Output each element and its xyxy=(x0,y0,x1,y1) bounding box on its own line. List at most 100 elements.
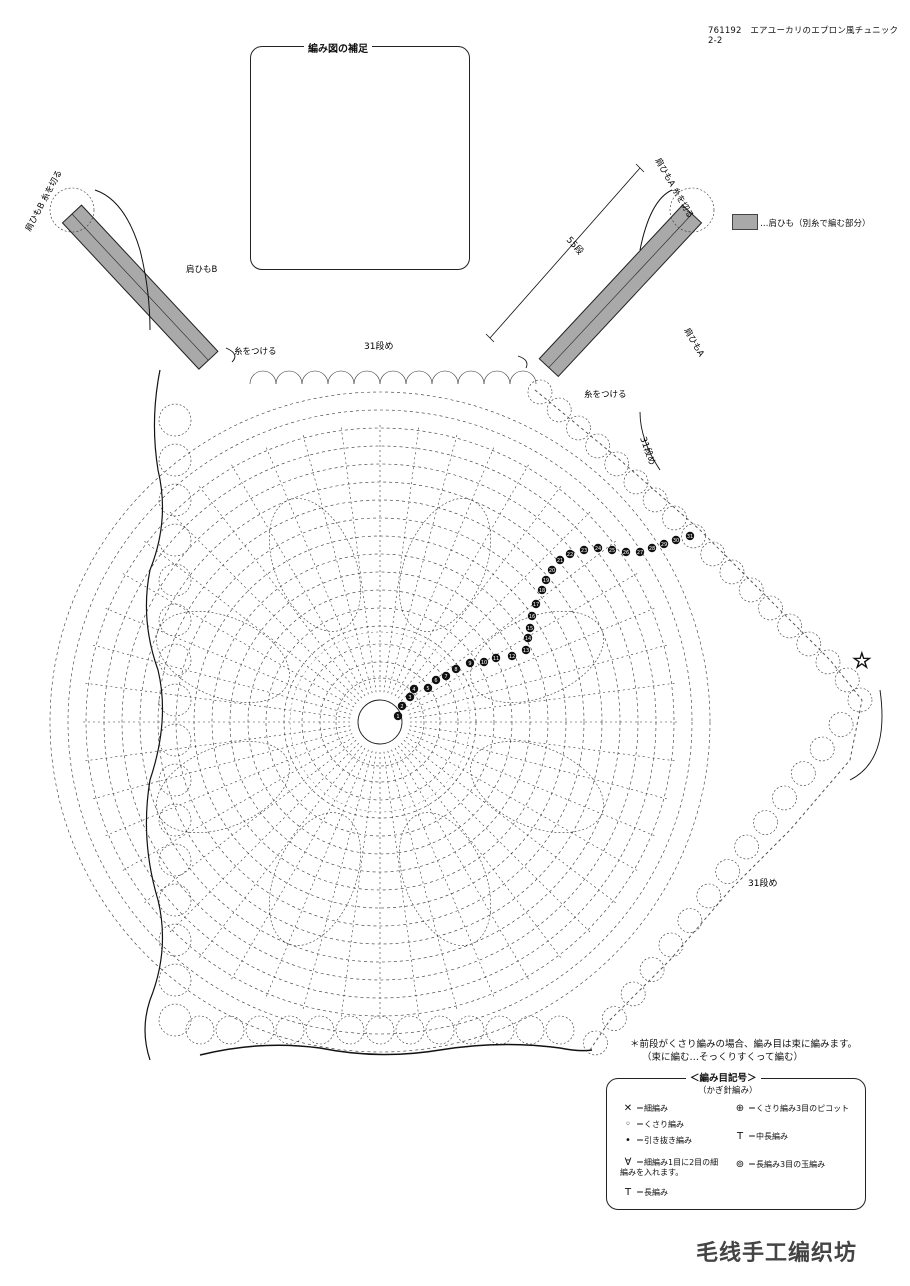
row-marker-1-label: 1 xyxy=(396,714,399,720)
star-marker: ☆ xyxy=(852,649,872,674)
symbol-label: ＝細編み1目に2目の細編みを入れます。 xyxy=(620,1158,719,1177)
strap-a-end-fan xyxy=(669,187,715,233)
row-marker-14 xyxy=(523,633,533,643)
label-attach-right: 糸をつける xyxy=(584,389,627,400)
row-marker-23-label: 23 xyxy=(581,548,587,554)
row-marker-4 xyxy=(409,684,419,694)
label-rows-strap: 55段 xyxy=(564,234,587,257)
row-marker-31 xyxy=(685,531,695,541)
watermark: 毛线手工编织坊 xyxy=(696,1241,858,1266)
label-strap-a: 肩ひもA xyxy=(681,326,706,359)
symbol-label: ＝引き抜き編み xyxy=(636,1136,692,1145)
row-marker-11-label: 11 xyxy=(493,656,499,662)
symbol-bobble: ⊚＝長編み3目の玉編み xyxy=(732,1160,825,1170)
row-marker-25 xyxy=(607,545,617,555)
row-marker-18 xyxy=(537,585,547,595)
symbol-legend-box xyxy=(606,1078,866,1210)
symbol-picot: ⊕＝くさり編み3目のピコット xyxy=(732,1104,849,1114)
dc-icon: T xyxy=(624,1187,632,1198)
symbol-label: ＝細編み xyxy=(636,1104,668,1113)
ch-icon: ◦ xyxy=(625,1119,631,1130)
stitch-note: ＊前段がくさり編みの場合、編み目は束に編みます。 （束に編む…そっくりすくって編… xyxy=(630,1038,857,1064)
rows-dimension-line xyxy=(489,167,641,339)
label-rows-right-lower: 31段め xyxy=(748,877,777,889)
row-marker-29-label: 29 xyxy=(661,542,667,548)
hdc-icon: T xyxy=(736,1131,744,1142)
row-marker-10 xyxy=(479,657,489,667)
row-marker-6-label: 6 xyxy=(434,678,437,684)
strap-legend-label: …肩ひも（別糸で編む部分） xyxy=(760,219,871,229)
center-ring xyxy=(357,699,403,745)
symbol-label: ＝長編み3目の玉編み xyxy=(748,1160,826,1169)
row-marker-30-label: 30 xyxy=(673,538,679,544)
inset-box xyxy=(250,46,470,270)
sc-icon: ✕ xyxy=(623,1103,633,1114)
row-marker-16 xyxy=(527,611,537,621)
slst-icon: • xyxy=(625,1135,631,1146)
row-marker-25-label: 25 xyxy=(609,548,615,554)
row-marker-7 xyxy=(441,671,451,681)
row-marker-27-label: 27 xyxy=(637,550,643,556)
row-marker-24 xyxy=(593,543,603,553)
note-line-2: （束に編む…そっくりすくって編む） xyxy=(642,1052,804,1063)
strap-a xyxy=(538,204,703,378)
row-marker-4-label: 4 xyxy=(412,687,415,693)
row-marker-13-label: 13 xyxy=(523,648,529,654)
strap-b-end-fan xyxy=(49,187,95,233)
row-marker-15-label: 15 xyxy=(527,626,533,632)
right-upper-arrow xyxy=(639,411,661,471)
row-marker-19-label: 19 xyxy=(543,578,549,584)
row-marker-11 xyxy=(491,653,501,663)
strap-b xyxy=(61,204,219,370)
symbol-dc: T＝長編み xyxy=(620,1188,668,1198)
sc-inc-icon: ∀ xyxy=(624,1157,632,1168)
lace-body xyxy=(49,370,873,1056)
row-marker-3 xyxy=(405,692,415,702)
row-marker-10-label: 10 xyxy=(481,660,487,666)
row-marker-3-label: 3 xyxy=(408,695,411,701)
symbol-slst: • ＝引き抜き編み xyxy=(620,1136,692,1146)
row-marker-7-label: 7 xyxy=(444,674,447,680)
symbol-sc-inc: ∀＝細編み1目に2目の細編みを入れます。 xyxy=(620,1158,720,1178)
row-marker-20 xyxy=(547,565,557,575)
symbol-hdc: T＝中長編み xyxy=(732,1132,788,1142)
row-marker-5 xyxy=(423,683,433,693)
strap-b-loop xyxy=(94,189,151,331)
row-marker-9-label: 9 xyxy=(468,661,471,667)
row-marker-21 xyxy=(555,555,565,565)
row-marker-29 xyxy=(659,539,669,549)
row-marker-30 xyxy=(671,535,681,545)
row-marker-22-label: 22 xyxy=(567,552,573,558)
row-marker-6 xyxy=(431,675,441,685)
right-lower-arrow xyxy=(849,689,883,781)
symbol-label: ＝くさり編み3目のピコット xyxy=(748,1104,850,1113)
symbol-legend-subtitle: （かぎ針編み） xyxy=(698,1086,758,1096)
row-marker-20-label: 20 xyxy=(549,568,555,574)
row-marker-14-label: 14 xyxy=(525,636,531,642)
row-marker-9 xyxy=(465,658,475,668)
note-line-1: ＊前段がくさり編みの場合、編み目は束に編みます。 xyxy=(630,1039,858,1050)
picot-icon: ⊕ xyxy=(735,1103,745,1114)
row-marker-22 xyxy=(565,549,575,559)
attach-right-arrow xyxy=(517,355,528,369)
inset-title: 編み図の補足 xyxy=(304,40,372,55)
row-marker-21-label: 21 xyxy=(557,558,563,564)
row-marker-15 xyxy=(525,623,535,633)
label-rows-right-upper: 31段め xyxy=(637,435,658,467)
row-marker-26 xyxy=(621,547,631,557)
document-id: 761192 エアユーカリのエプロン風チュニック 2-2 xyxy=(708,26,907,46)
row-marker-17-label: 17 xyxy=(533,602,539,608)
attach-left-arrow xyxy=(225,347,236,363)
label-strap-b: 肩ひもB xyxy=(186,264,218,275)
row-marker-23 xyxy=(579,545,589,555)
row-marker-12 xyxy=(507,651,517,661)
label-strap-b-cut: 肩ひもB 糸を切る xyxy=(23,168,65,233)
row-marker-27 xyxy=(635,547,645,557)
label-rows-top: 31段め xyxy=(364,340,393,352)
row-marker-19 xyxy=(541,575,551,585)
row-marker-16-label: 16 xyxy=(529,614,535,620)
row-marker-18-label: 18 xyxy=(539,588,545,594)
